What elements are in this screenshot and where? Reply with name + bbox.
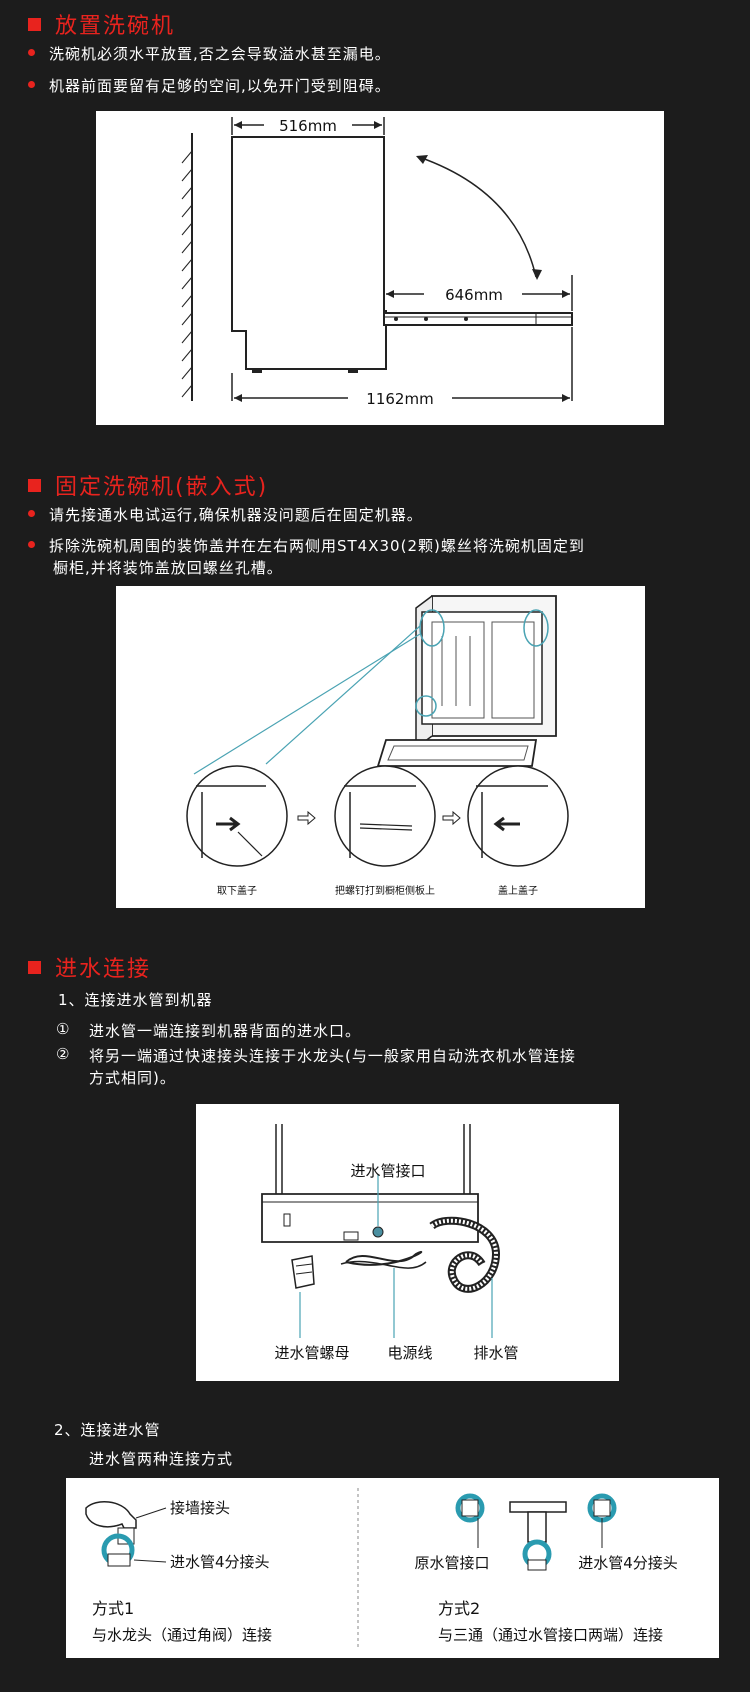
step-label: 取下盖子 xyxy=(217,884,257,897)
item-text-continued: 方式相同)。 xyxy=(89,1069,176,1087)
dim-door-label: 646mm xyxy=(445,286,503,304)
method1-label-b: 进水管4分接头 xyxy=(170,1553,270,1571)
square-bullet-icon xyxy=(28,18,41,31)
bullet-text: 请先接通水电试运行,确保机器没问题后在固定机器。 xyxy=(49,506,423,524)
drain-hose-label: 排水管 xyxy=(473,1344,518,1362)
item-text: 进水管一端连接到机器背面的进水口。 xyxy=(89,1022,362,1040)
bullet-item: 洗碗机必须水平放置,否之会导致溢水甚至漏电。 xyxy=(28,43,391,65)
fixing-diagram: 取下盖子 把螺钉打到橱柜侧板上 盖上盖子 xyxy=(116,586,645,908)
dim-total-label: 1162mm xyxy=(366,390,433,408)
bullet-text: 拆除洗碗机周围的装饰盖并在左右两侧用ST4X30(2颗)螺丝将洗碗机固定到 xyxy=(49,537,585,555)
dim-width-label: 516mm xyxy=(279,117,337,135)
method1-label-a: 接墙接头 xyxy=(170,1499,230,1517)
method1-desc: 与水龙头（通过角阀）连接 xyxy=(92,1626,272,1644)
connection-methods-drawing: 接墙接头 进水管4分接头 方式1 与水龙头（通过角阀）连接 原水管接口 进水管4… xyxy=(85,1488,678,1650)
section-title-fixing: 固定洗碗机(嵌入式) xyxy=(28,469,268,501)
method1-name: 方式1 xyxy=(92,1599,134,1618)
subheading-connect-machine: 1、连接进水管到机器 xyxy=(58,991,213,1009)
square-bullet-icon xyxy=(28,961,41,974)
bullet-item: 机器前面要留有足够的空间,以免开门受到阻碍。 xyxy=(28,75,391,97)
inlet-diagram: 进水管接口 进水管螺母 电源线 排水管 xyxy=(196,1104,619,1381)
method2-label-a: 原水管接口 xyxy=(414,1554,489,1572)
section-title-text: 固定洗碗机(嵌入式) xyxy=(55,475,269,500)
dot-icon xyxy=(28,49,35,56)
item-number: ① xyxy=(56,1020,71,1038)
subheading-description: 进水管两种连接方式 xyxy=(89,1450,234,1468)
section-title-placement: 放置洗碗机 xyxy=(28,8,175,40)
bullet-item: 拆除洗碗机周围的装饰盖并在左右两侧用ST4X30(2颗)螺丝将洗碗机固定到橱柜,… xyxy=(28,535,585,579)
step-label: 盖上盖子 xyxy=(498,884,538,897)
method2-name: 方式2 xyxy=(438,1599,480,1618)
fixing-drawing: 取下盖子 把螺钉打到橱柜侧板上 盖上盖子 xyxy=(186,595,569,897)
method2-label-b: 进水管4分接头 xyxy=(578,1554,678,1572)
inlet-port-label: 进水管接口 xyxy=(350,1162,425,1180)
section-title-text: 进水连接 xyxy=(55,957,152,982)
section-title-text: 放置洗碗机 xyxy=(55,14,176,39)
dot-icon xyxy=(28,510,35,517)
dimension-diagram: 516mm 646mm 1162mm xyxy=(96,111,664,425)
section-title-water-inlet: 进水连接 xyxy=(28,951,151,983)
step-label: 把螺钉打到橱柜侧板上 xyxy=(335,884,435,897)
connection-methods-panel: 接墙接头 进水管4分接头 方式1 与水龙头（通过角阀）连接 原水管接口 进水管4… xyxy=(66,1478,719,1658)
dimension-drawing: 516mm 646mm 1162mm xyxy=(181,117,573,408)
subheading-connect-hose: 2、连接进水管 xyxy=(54,1421,161,1439)
dot-icon xyxy=(28,81,35,88)
nut-label: 进水管螺母 xyxy=(274,1344,349,1362)
item-number: ② xyxy=(56,1045,71,1063)
bullet-text: 洗碗机必须水平放置,否之会导致溢水甚至漏电。 xyxy=(49,45,391,63)
method2-desc: 与三通（通过水管接口两端）连接 xyxy=(438,1626,663,1644)
bullet-text-continued: 橱柜,并将装饰盖放回螺丝孔槽。 xyxy=(53,559,283,577)
square-bullet-icon xyxy=(28,479,41,492)
dot-icon xyxy=(28,541,35,548)
power-cord-label: 电源线 xyxy=(387,1344,432,1362)
inlet-drawing: 进水管接口 进水管螺母 电源线 排水管 xyxy=(261,1124,519,1362)
bullet-text: 机器前面要留有足够的空间,以免开门受到阻碍。 xyxy=(49,77,391,95)
item-text: 将另一端通过快速接头连接于水龙头(与一般家用自动洗衣机水管连接 xyxy=(89,1047,576,1065)
bullet-item: 请先接通水电试运行,确保机器没问题后在固定机器。 xyxy=(28,504,423,526)
